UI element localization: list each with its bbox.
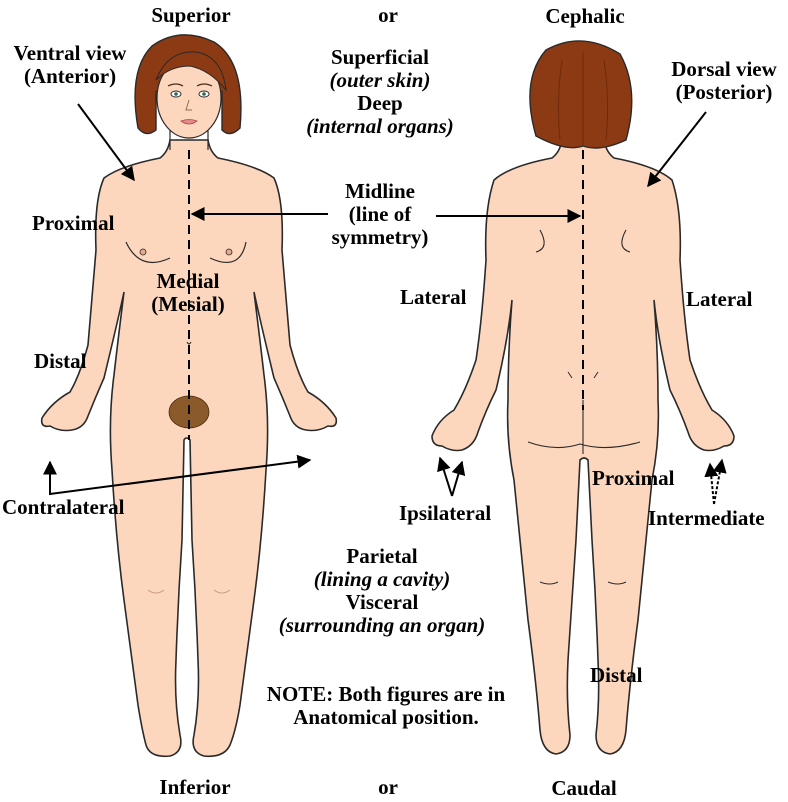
label-proximal-left: Proximal [32,211,115,235]
arrow-ipsilateral-1 [437,456,453,497]
label-medial-line2: (Mesial) [151,292,225,316]
arrow-intermediate-1 [704,462,719,505]
label-superior: Superior [151,3,231,27]
front-body [40,139,338,758]
label-lateral-left: Lateral [400,285,467,309]
label-ventral-line2: (Anterior) [23,64,117,88]
label-distal-right: Distal [590,663,643,687]
label-midline-line1: Midline [344,179,416,203]
back-hair [529,40,633,149]
label-lateral-right: Lateral [686,287,753,311]
label-parietal: Parietal [346,544,418,568]
label-midline: Midline (line of symmetry) [332,180,429,249]
label-midline-line3: symmetry) [331,225,429,249]
label-note-line1: NOTE: Both figures are in [266,682,506,706]
back-figure [431,40,735,755]
arrow-contralateral [43,454,312,496]
label-superficial: Superficial [331,45,429,69]
label-intermediate: Intermediate [648,506,765,530]
label-medial-line1: Medial [156,269,220,293]
label-or-top: or [378,3,398,27]
label-deep: Deep [357,91,403,115]
label-ventral-view: Ventral view (Anterior) [14,42,127,88]
label-note: NOTE: Both figures are in Anatomical pos… [267,683,505,729]
arrow-ventral [77,103,135,182]
label-caudal: Caudal [551,776,617,800]
label-internal-organs: (internal organs) [306,114,454,138]
label-inferior: Inferior [159,775,231,799]
label-midline-line2: (line of [348,202,412,226]
label-visceral: Visceral [345,590,419,614]
label-ventral-line1: Ventral view [13,41,127,65]
front-hair [134,34,242,135]
label-or-bottom: or [378,775,398,799]
label-medial: Medial (Mesial) [151,270,224,316]
annotation-arrows [43,103,727,505]
label-cephalic: Cephalic [545,4,625,28]
arrow-ipsilateral-2 [451,460,466,497]
label-dorsal-line2: (Posterior) [675,80,773,104]
arrow-dorsal [647,111,707,188]
label-note-line2: Anatomical position. [293,705,479,729]
front-figure [40,34,338,758]
label-lining-cavity: (lining a cavity) [313,567,451,591]
label-superficial-deep: Superficial (outer skin) Deep (internal … [306,46,454,138]
label-dorsal-view: Dorsal view (Posterior) [671,58,777,104]
label-parietal-visceral: Parietal (lining a cavity) Visceral (sur… [279,545,486,637]
arrow-intermediate-2 [712,458,727,505]
label-dorsal-line1: Dorsal view [671,57,777,81]
label-contralateral: Contralateral [2,495,125,519]
label-surrounding-organ: (surrounding an organ) [278,613,486,637]
label-ipsilateral: Ipsilateral [399,501,492,525]
label-distal-left: Distal [34,349,87,373]
label-outer-skin: (outer skin) [329,68,431,92]
label-proximal-right: Proximal [592,466,675,490]
